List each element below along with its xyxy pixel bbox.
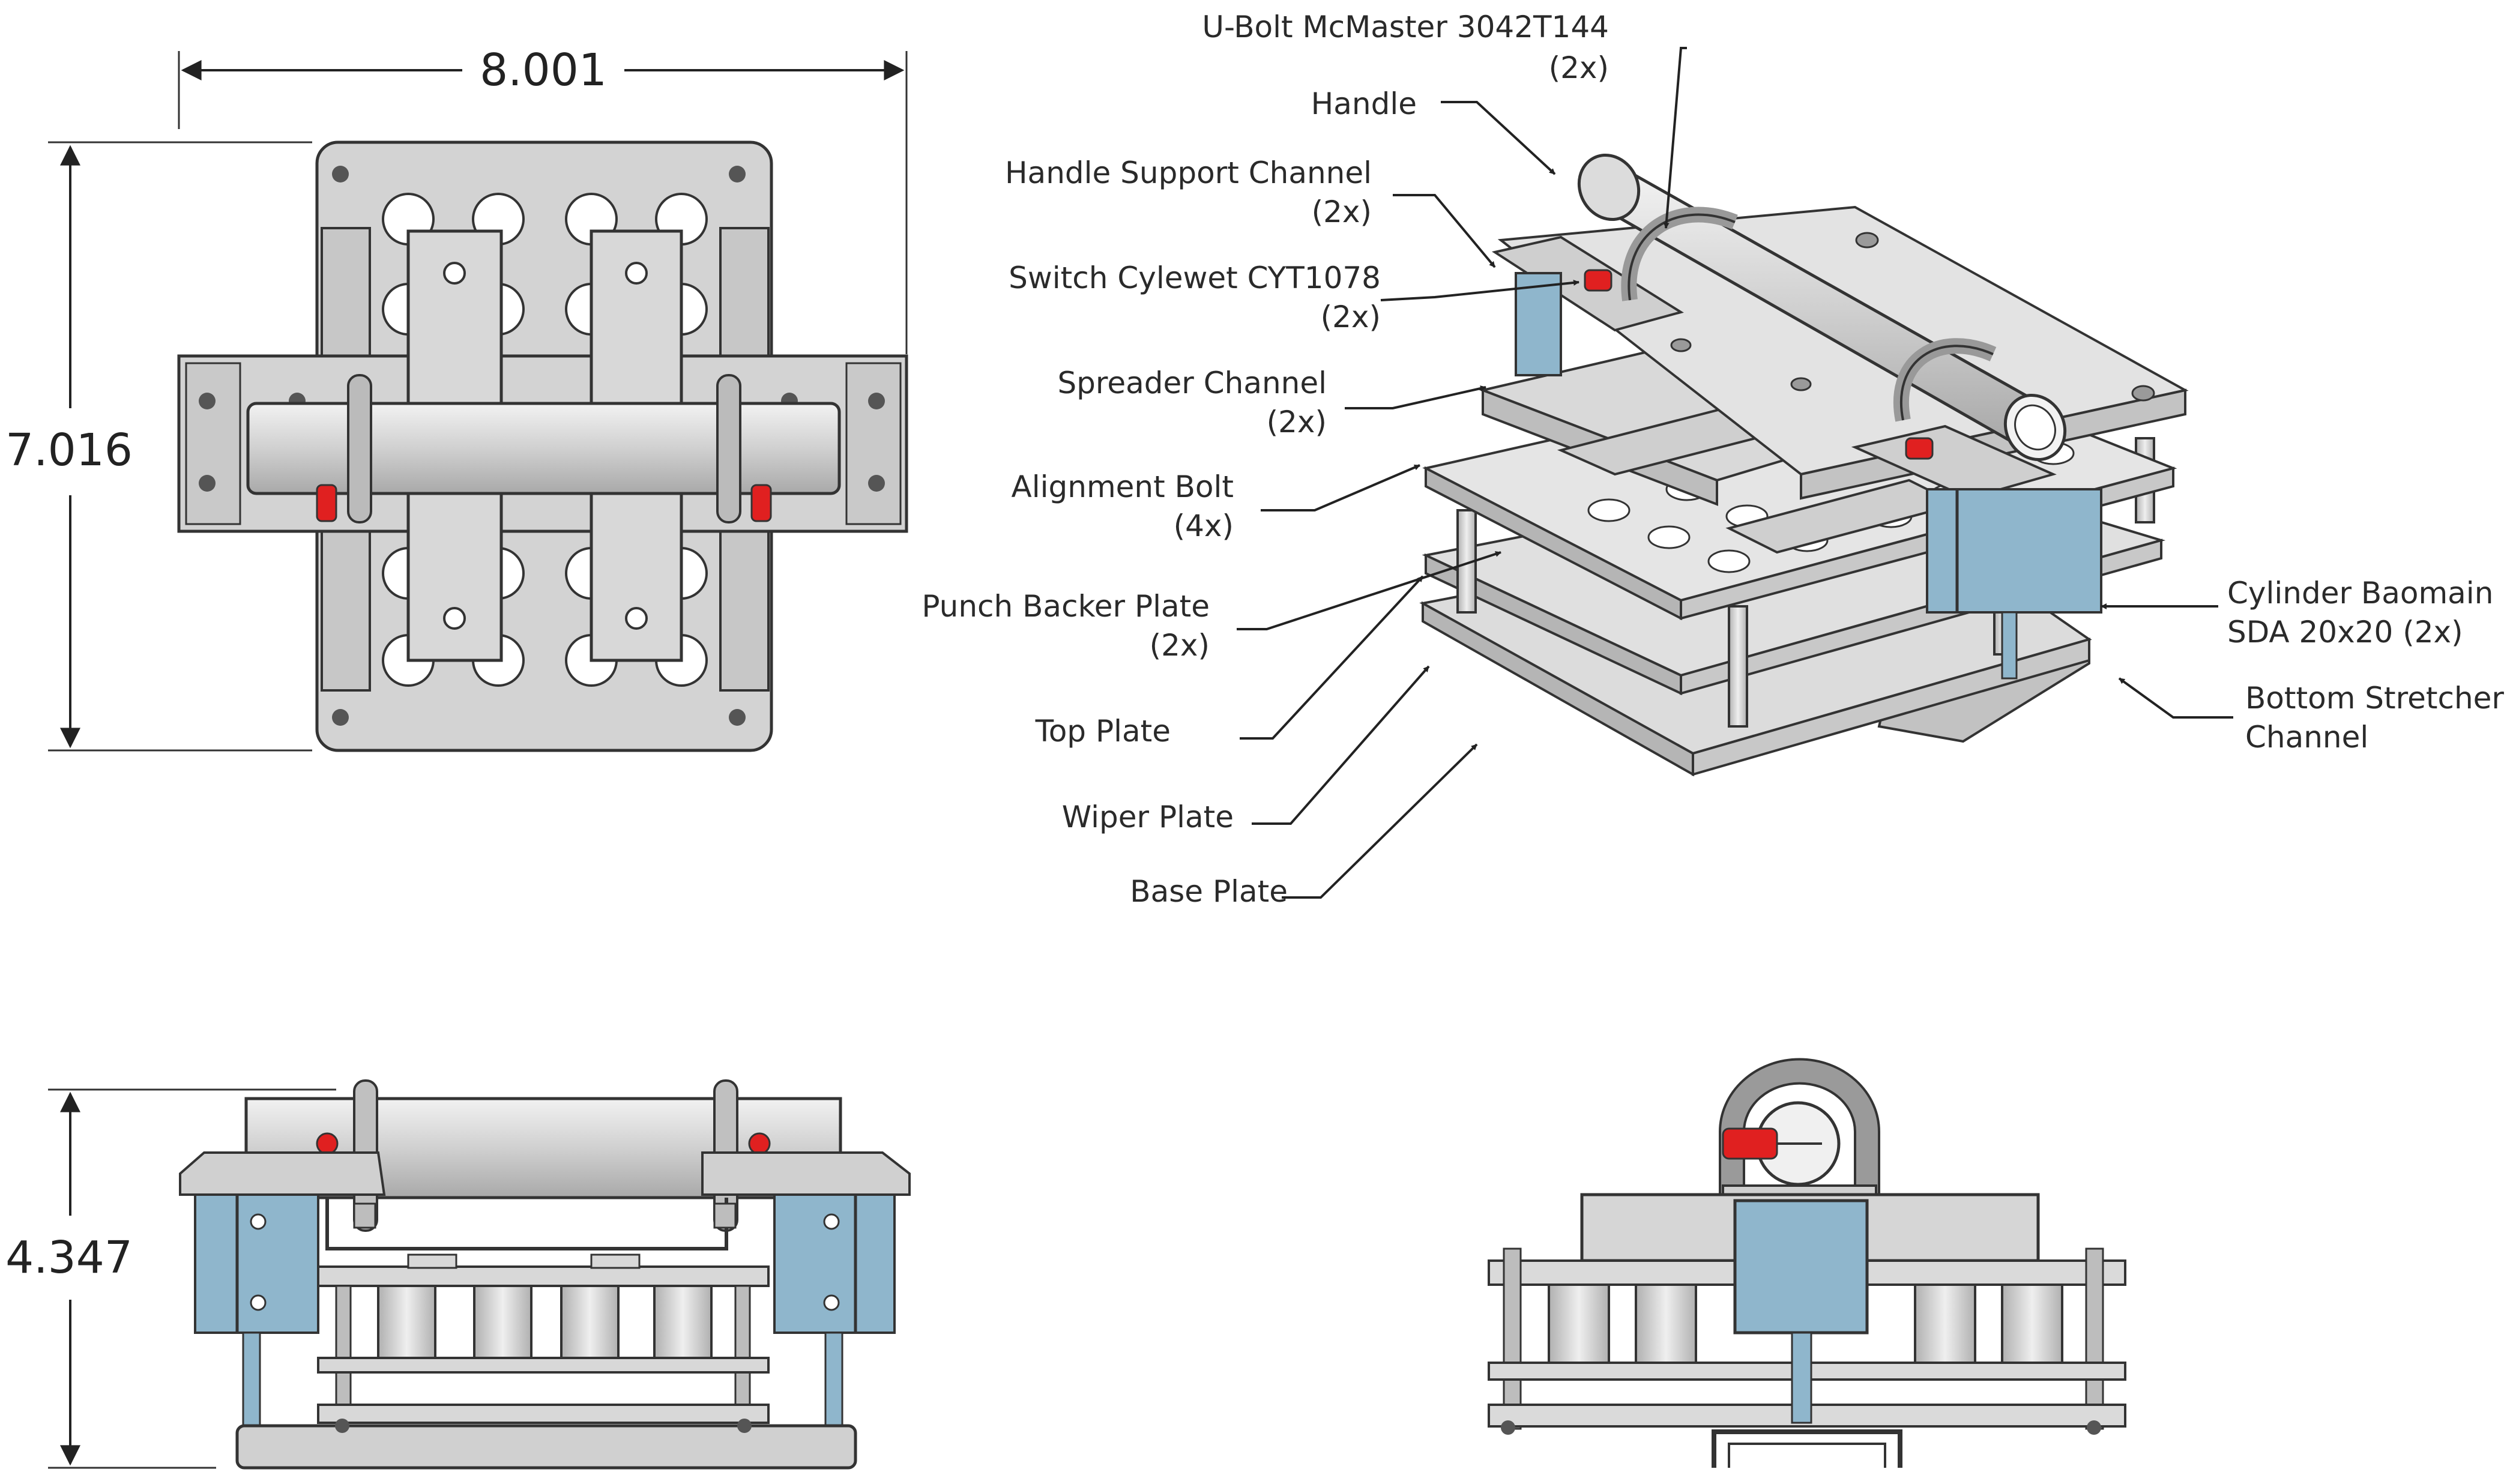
callout-base-plate: Base Plate	[1130, 874, 1288, 909]
callout-cylinder: Cylinder Baomain	[2227, 576, 2493, 611]
iso-handle	[1577, 153, 2067, 462]
callout-top-plate: Top Plate	[1035, 714, 1171, 749]
front-view-base-plate	[235, 1424, 857, 1470]
callout-u-bolt: U-Bolt McMaster 3042T144	[1202, 10, 1609, 44]
iso-cylinder-right	[1926, 488, 2102, 614]
callout-handle-support-channel-qty: (2x)	[1312, 195, 1372, 229]
isometric-view	[1419, 153, 2189, 777]
callout-handle-support-channel: Handle Support Channel	[1005, 155, 1372, 190]
callout-alignment-bolt-qty: (4x)	[1174, 508, 1234, 543]
iso-cylinder-left	[1515, 272, 1562, 376]
leader-lines	[1237, 47, 2233, 899]
side-view-cylinder	[1733, 1199, 1869, 1335]
callout-punch-backer-plate-qty: (2x)	[1150, 628, 1210, 663]
top-view: 8.001 7.016	[5, 44, 908, 752]
top-view-switch-right	[750, 484, 772, 522]
top-view-handle	[246, 402, 841, 495]
callout-handle: Handle	[1311, 86, 1417, 121]
callout-spreader-channel-qty: (2x)	[1267, 405, 1327, 439]
height-dimension: 7.016	[5, 424, 133, 476]
top-view-switch-left	[316, 484, 337, 522]
width-dimension: 8.001	[480, 44, 607, 96]
depth-dimension: 4.347	[5, 1232, 133, 1283]
front-view: 4.347	[5, 1079, 911, 1470]
callout-punch-backer-plate: Punch Backer Plate	[922, 589, 1210, 624]
callout-bottom-stretcher-channel-line2: Channel	[2245, 720, 2368, 755]
callout-labels: U-Bolt McMaster 3042T144 (2x) Handle Han…	[922, 10, 2504, 909]
callout-alignment-bolt: Alignment Bolt	[1012, 469, 1234, 504]
callout-cylinder-model: SDA 20x20 (2x)	[2227, 615, 2463, 650]
callout-switch-qty: (2x)	[1321, 300, 1381, 334]
callout-u-bolt-qty: (2x)	[1549, 50, 1609, 85]
callout-wiper-plate: Wiper Plate	[1062, 800, 1234, 834]
callout-switch: Switch Cylewet CYT1078	[1009, 261, 1381, 295]
callout-bottom-stretcher-channel: Bottom Stretcher	[2245, 681, 2504, 716]
callout-spreader-channel: Spreader Channel	[1057, 366, 1327, 400]
side-view	[1488, 1058, 2126, 1468]
